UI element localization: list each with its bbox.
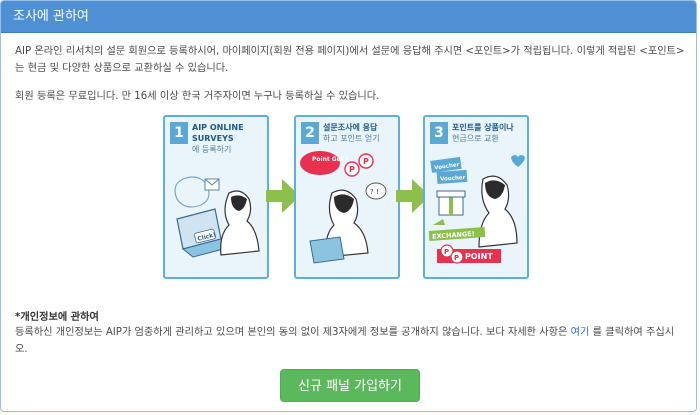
step-2-card: 2 설문조사에 응답 하고 포인트 얻기 Point Get ! P P ? ! [294,115,400,279]
point-badge-icon [440,244,454,258]
privacy-text: 등록하신 개인정보는 AIP가 엄중하게 관리하고 있으며 본인의 동의 없이 … [15,327,675,355]
svg-text:P: P [349,165,355,174]
step-3-label: 포인트를 상품이나 현금으로 교환 [452,123,514,143]
svg-text:P: P [444,248,449,256]
step-2-art: Point Get ! P P ? ! [300,151,387,264]
email-icon [174,176,210,208]
intro-paragraph-2: 회원 등록은 무료입니다. 만 16세 이상 한국 거주자이면 누구나 등록하실… [15,91,380,102]
step-2-number: 2 [301,122,319,144]
laptop-icon [309,236,345,264]
step-3-card: 3 포인트를 상품이나 현금으로 교환 Voucher Voucher [423,115,529,279]
arrow-right-icon [396,179,430,213]
svg-text:Voucher: Voucher [440,175,466,183]
panel-header: 조사에 관하여 [1,1,696,33]
click-bubble: Click! [197,231,217,242]
svg-text:EXCHANGE!: EXCHANGE! [432,230,475,241]
svg-text:P: P [454,254,459,262]
thought-bubble [365,182,387,200]
intro-paragraph-1: AIP 온라인 리서치의 설문 회원으로 등록하시어, 마이페이지(회원 전용 … [15,46,685,74]
exchange-banner [428,227,486,241]
heart-icon [511,155,525,167]
point-badge-icon [344,161,360,177]
svg-text:Point Get !: Point Get ! [312,156,349,163]
step-3-art: Voucher Voucher EXCHANGE! POINT P P [428,155,525,264]
privacy-details-link[interactable]: 여기 [570,327,590,338]
step-2-label: 설문조사에 응답 하고 포인트 얻기 [323,123,380,143]
voucher-icon [430,156,462,173]
privacy-title: *개인정보에 관하여 [15,312,99,323]
step-1-label: AIP ONLINE SURVEYS 에 등록하기 [192,123,244,154]
woman-figure [220,190,260,256]
arrow-right-icon [266,179,300,213]
svg-text:P: P [363,157,369,166]
steps-illustration: 1 AIP ONLINE SURVEYS 에 등록하기 Click! [163,115,543,281]
svg-text:POINT: POINT [465,252,493,261]
point-get-bubble [300,151,340,175]
svg-text:? !: ? ! [370,188,379,196]
register-panel-button[interactable]: 신규 패널 가입하기 [280,369,420,402]
step-1-art: Click! [174,176,260,258]
svg-text:Voucher: Voucher [434,162,460,171]
step-1-card: 1 AIP ONLINE SURVEYS 에 등록하기 Click! [163,115,269,279]
step-3-number: 3 [430,122,448,144]
step-1-number: 1 [170,122,188,144]
